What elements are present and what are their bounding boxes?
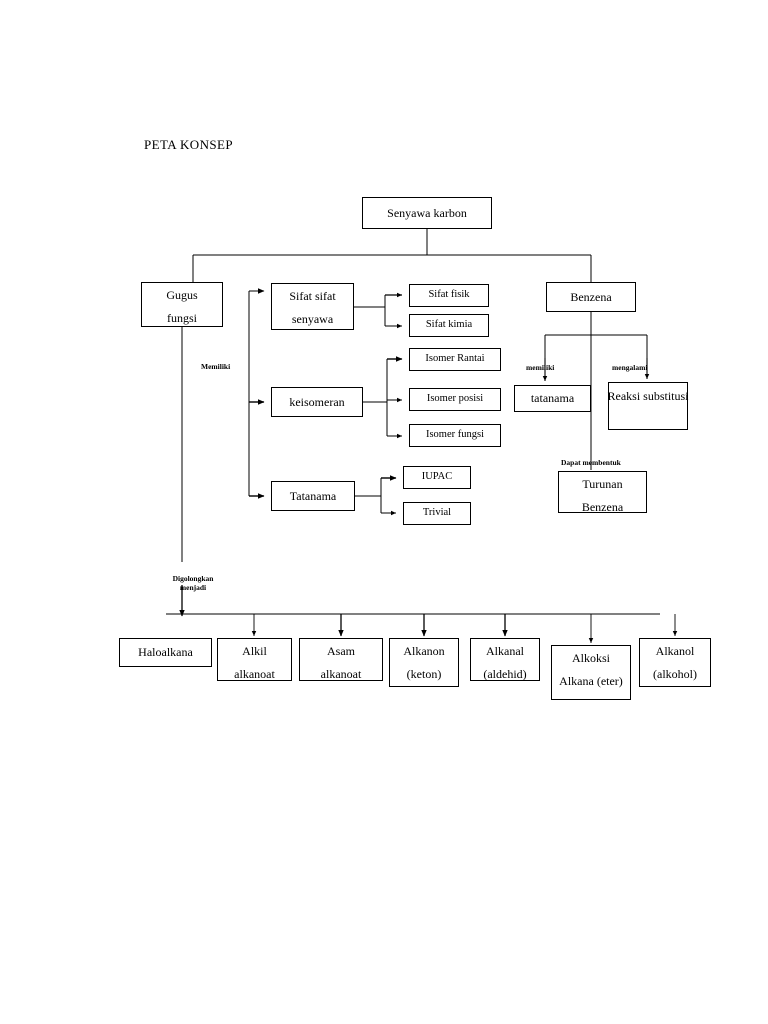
- node-turunan-benzena[interactable]: Turunan Benzena: [558, 471, 647, 514]
- node-benzena-tatanama[interactable]: tatanama: [514, 385, 591, 412]
- node-label: keisomeran: [289, 394, 345, 409]
- node-alkil-alkanoat[interactable]: Alkil alkanoat: [217, 638, 292, 681]
- node-label-line2: (aldehid): [483, 666, 527, 681]
- node-label-line2: alkanoat: [320, 666, 362, 681]
- node-label: Sifat fisik: [428, 289, 470, 301]
- node-sifat-kimia[interactable]: Sifat kimia: [409, 314, 489, 337]
- edge-label-memiliki-gugus: Memiliki: [201, 362, 231, 371]
- node-label-line1: Turunan: [582, 477, 623, 491]
- node-reaksi-substitusi[interactable]: Reaksi substitusi: [607, 382, 689, 430]
- node-label: IUPAC: [421, 471, 453, 483]
- page-title: PETA KONSEP: [144, 137, 233, 152]
- node-alkanal[interactable]: Alkanal (aldehid): [470, 638, 540, 681]
- node-isomer-posisi[interactable]: Isomer posisi: [409, 388, 501, 411]
- node-label: Tatanama: [289, 488, 337, 503]
- node-label: Isomer posisi: [426, 393, 484, 405]
- node-alkanon[interactable]: Alkanon (keton): [389, 638, 459, 687]
- node-gugus-fungsi[interactable]: Gugus fungsi: [141, 282, 223, 327]
- node-sifat-sifat-senyawa[interactable]: Sifat sifat senyawa: [271, 283, 354, 330]
- node-label-line1: Sifat sifat: [289, 289, 336, 303]
- node-asam-alkanoat[interactable]: Asam alkanoat: [299, 638, 383, 681]
- node-label-line1: Haloalkana: [138, 645, 193, 660]
- node-sifat-fisik[interactable]: Sifat fisik: [409, 284, 489, 307]
- edge-label-line1: Digolongkan: [172, 574, 214, 583]
- node-iupac[interactable]: IUPAC: [403, 466, 471, 489]
- node-label-line1: Alkanol: [655, 644, 695, 658]
- node-label-line1: Alkanon: [403, 644, 445, 658]
- edge-label-mengalami: mengalami: [612, 363, 648, 372]
- node-isomer-fungsi[interactable]: Isomer fungsi: [409, 424, 501, 447]
- node-label-line2: Benzena: [581, 499, 624, 514]
- edge-label-line2: menjadi: [179, 583, 207, 593]
- node-label: Sifat kimia: [425, 319, 473, 331]
- edge-label-digolongkan-menjadi: Digolongkan menjadi: [161, 574, 225, 593]
- edge-label-memiliki-benzena: memiliki: [526, 363, 555, 372]
- node-label-line2: fungsi: [167, 310, 197, 325]
- node-senyawa-karbon[interactable]: Senyawa karbon: [362, 197, 492, 229]
- node-label-line1: Alkanal: [486, 644, 524, 658]
- node-label-line2: (keton): [406, 666, 442, 681]
- node-label-line2: Alkana (eter): [559, 673, 623, 688]
- edge-label-dapat-membentuk: Dapat membentuk: [561, 458, 621, 467]
- node-label-line1: Alkoksi: [571, 651, 610, 665]
- node-label-line1: Asam: [327, 644, 355, 658]
- node-alkanol[interactable]: Alkanol (alkohol): [639, 638, 711, 687]
- node-label: Trivial: [422, 507, 452, 519]
- node-trivial[interactable]: Trivial: [403, 502, 471, 525]
- node-label: Reaksi substitusi: [607, 389, 689, 403]
- node-label-line2: alkanoat: [234, 666, 275, 681]
- node-keisomeran[interactable]: keisomeran: [271, 387, 363, 417]
- node-isomer-rantai[interactable]: Isomer Rantai: [409, 348, 501, 371]
- node-benzena[interactable]: Benzena: [546, 282, 636, 312]
- node-tatanama[interactable]: Tatanama: [271, 481, 355, 511]
- node-label: Senyawa karbon: [387, 205, 467, 220]
- node-label: tatanama: [530, 391, 575, 406]
- node-label: Isomer fungsi: [425, 429, 485, 441]
- node-label: Isomer Rantai: [425, 353, 485, 365]
- node-haloalkana[interactable]: Haloalkana: [119, 638, 212, 667]
- node-alkoksi-alkana[interactable]: Alkoksi Alkana (eter): [551, 645, 631, 700]
- node-label: Benzena: [570, 289, 612, 304]
- node-label-line2: (alkohol): [653, 666, 697, 681]
- node-label-line1: Gugus: [166, 288, 198, 302]
- node-label-line2: senyawa: [291, 311, 334, 326]
- node-label-line1: Alkil: [242, 644, 267, 658]
